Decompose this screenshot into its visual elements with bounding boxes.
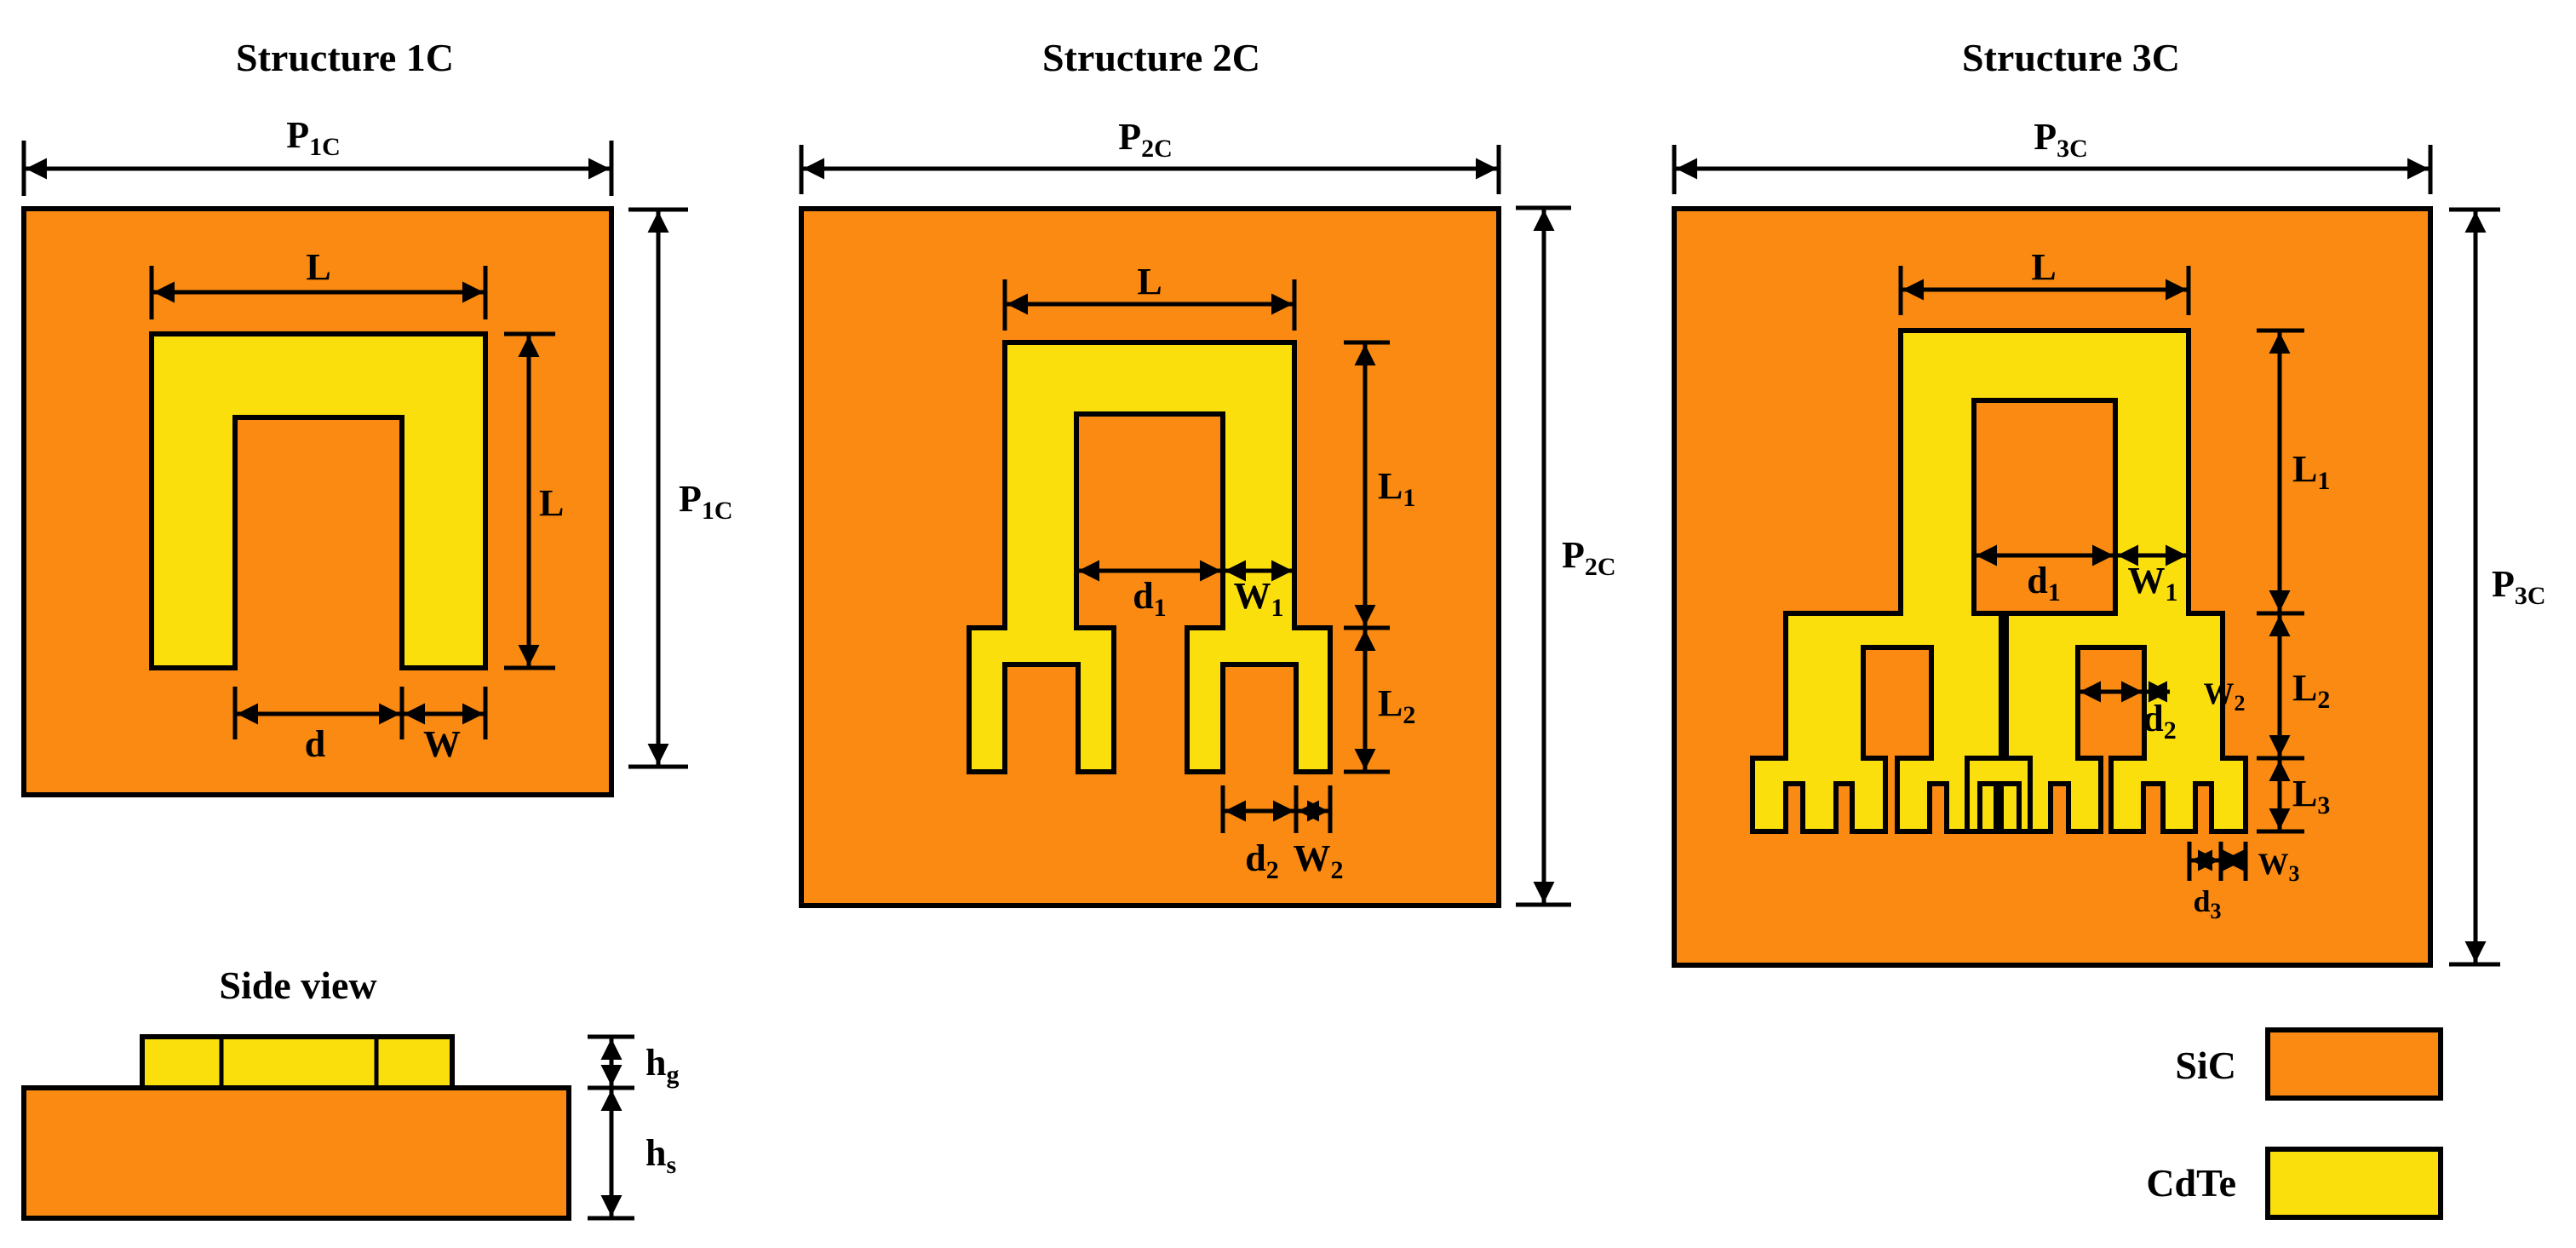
label-d2-2c: d2 <box>1245 837 1278 884</box>
label-l1-2c: L1 <box>1378 465 1415 512</box>
label-p2c-side: P2C <box>1562 534 1616 581</box>
structure-2c-title: Structure 2C <box>1042 36 1260 79</box>
legend-cdte-swatch <box>2265 1147 2443 1220</box>
label-l3-3c: L3 <box>2292 773 2330 820</box>
label-l-side-1c: L <box>539 482 564 524</box>
label-p2c-top: P2C <box>1118 116 1173 163</box>
label-p3c-side: P3C <box>2492 563 2546 610</box>
label-hs: hs <box>645 1132 676 1179</box>
legend-sic-label: SiC <box>2175 1044 2236 1087</box>
side-view: Side view hg hs <box>21 963 679 1221</box>
label-d3-3c: d3 <box>2193 884 2221 923</box>
structure-3c-title: Structure 3C <box>1962 36 2180 79</box>
structure-1c-title: Structure 1C <box>236 36 454 79</box>
label-d2-3c: d2 <box>2143 698 2176 745</box>
label-l1-3c: L1 <box>2292 448 2330 495</box>
legend-sic-swatch <box>2265 1027 2443 1101</box>
label-l-top-3c: L <box>2031 246 2056 288</box>
label-w2-2c: W2 <box>1294 837 1344 884</box>
structure-1c-u-patch <box>149 331 488 670</box>
structure-2c-substrate <box>799 206 1501 908</box>
legend: SiC CdTe <box>2146 1027 2443 1220</box>
legend-cdte-label: CdTe <box>2146 1161 2236 1205</box>
label-p1c-side: P1C <box>679 478 733 525</box>
side-view-patch <box>140 1034 455 1090</box>
label-w3-3c: W3 <box>2258 847 2300 886</box>
label-w1-3c: W1 <box>2128 560 2178 607</box>
side-view-title: Side view <box>219 963 376 1007</box>
structure-2c-fork-patch <box>967 340 1333 774</box>
label-w-1c: W <box>423 723 461 765</box>
structure-3c-fractal-patch <box>1750 328 2248 834</box>
structure-3c: Structure 3C P3C P3C L L1 L2 L3 <box>1672 36 2546 968</box>
structure-2c: Structure 2C <box>799 36 1616 908</box>
label-l-top-2c: L <box>1137 261 1162 302</box>
label-d1-3c: d1 <box>2027 560 2060 607</box>
label-l-top-1c: L <box>306 246 330 288</box>
label-p3c-top: P3C <box>2034 116 2088 163</box>
label-w2-3c: W2 <box>2204 676 2246 716</box>
label-p1c-top: P1C <box>286 114 341 161</box>
label-l2-2c: L2 <box>1378 682 1415 729</box>
structure-1c-substrate <box>21 206 614 797</box>
structure-1c: Structure 1C P1C P1C L L d W <box>21 36 733 797</box>
label-w1-2c: W1 <box>1234 575 1284 622</box>
label-hg: hg <box>645 1042 679 1089</box>
side-view-substrate <box>21 1085 571 1221</box>
label-d-1c: d <box>305 723 325 765</box>
label-d1-2c: d1 <box>1133 575 1166 622</box>
label-l2-3c: L2 <box>2292 667 2330 714</box>
